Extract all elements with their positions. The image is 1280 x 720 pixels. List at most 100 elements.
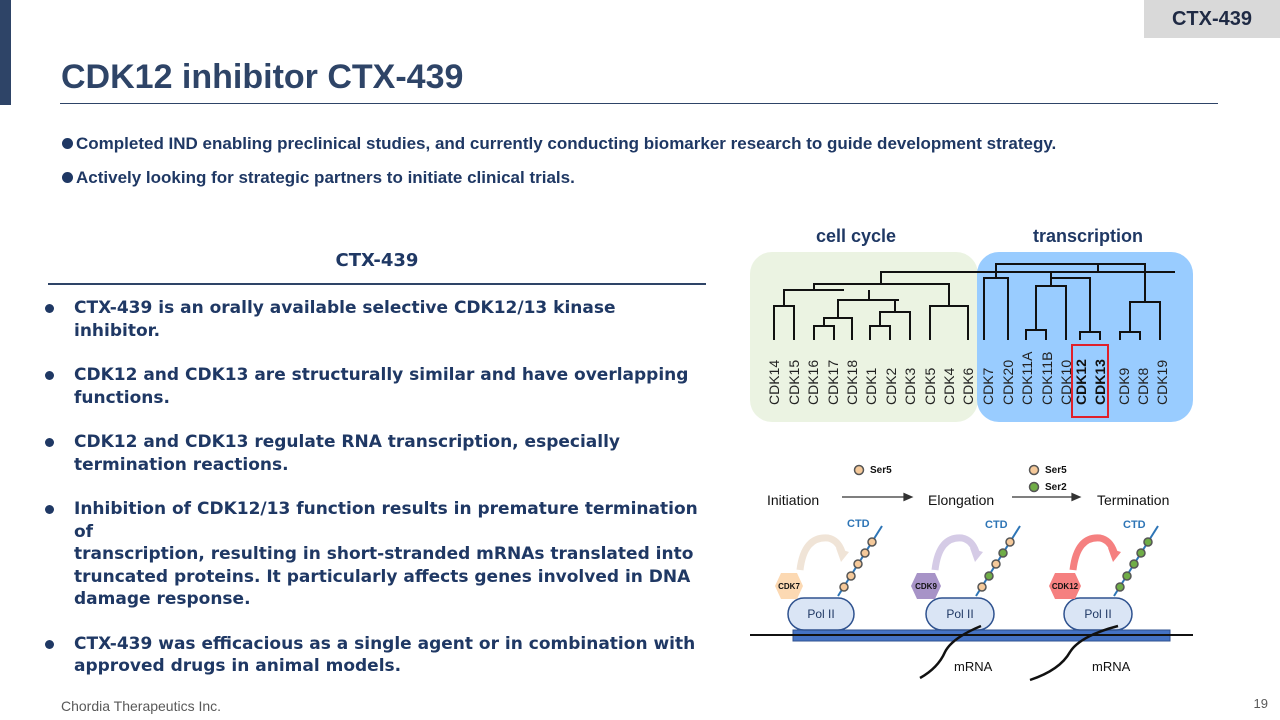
bullet-line: CTX-439 is an orally available selective… (74, 298, 616, 341)
key-point: Completed IND enabling preclinical studi… (62, 134, 1056, 154)
cdk9-hexagon (911, 573, 941, 599)
mrna-strand (919, 624, 982, 680)
bullet-dot-icon (45, 304, 54, 313)
bullet-dot-icon (45, 438, 54, 447)
arrowhead-icon (836, 548, 849, 562)
mrna-strand (1029, 624, 1119, 682)
ctd-label: CTD (1123, 519, 1146, 531)
ser2-dot-icon (1115, 582, 1125, 592)
ctd-label: CTD (985, 519, 1008, 531)
bullet-item: CDK12 and CDK13 regulate RNA transcripti… (44, 431, 704, 476)
bullet-line: CDK12 and CDK13 regulate RNA transcripti… (74, 432, 621, 452)
leaf-label-highlighted: CDK12 (1073, 359, 1089, 405)
ctd-phospho-termination (1115, 537, 1153, 592)
cdk7-action-arrow (796, 534, 846, 571)
ser2-dot-icon (1136, 548, 1146, 558)
ctd-tail (837, 525, 883, 597)
page-title: CDK12 inhibitor CTX-439 (61, 58, 464, 96)
stage-elongation: Elongation (928, 492, 994, 508)
ctd-tail (1113, 525, 1159, 597)
stage-termination: Termination (1097, 492, 1169, 508)
bullet-item: Inhibition of CDK12/13 function results … (44, 498, 704, 611)
leaf-label: CDK14 (766, 360, 782, 405)
leaf-label: CDK11A (1019, 351, 1035, 405)
accent-bar (0, 0, 11, 105)
transcription-group (977, 252, 1193, 422)
bullet-list: CTX-439 is an orally available selective… (44, 297, 704, 700)
leaf-label: CDK19 (1154, 360, 1170, 405)
arrowhead-icon (1108, 548, 1121, 562)
ser2-dot-icon (998, 548, 1008, 558)
ctd-label: CTD (847, 518, 870, 530)
key-points: Completed IND enabling preclinical studi… (62, 134, 1056, 202)
ser2-dot-icon (1129, 559, 1139, 569)
bullet-dot-icon (62, 172, 73, 183)
key-point-text: Actively looking for strategic partners … (76, 168, 575, 187)
leaf-label: CDK17 (825, 360, 841, 405)
ser5-dot-icon (867, 537, 877, 547)
ser5-dot-icon (1005, 537, 1015, 547)
ser5-dot-icon (977, 582, 987, 592)
bullet-line: termination reactions. (74, 454, 289, 475)
ser5-dot-icon (839, 582, 849, 592)
key-point-text: Completed IND enabling preclinical studi… (76, 134, 1057, 153)
bullet-line: damage response. (74, 589, 251, 609)
bullet-dot-icon (45, 505, 54, 514)
kinase-label: CDK12 (1052, 582, 1079, 591)
section-divider (48, 283, 706, 285)
ctd-phospho-elongation (977, 537, 1015, 592)
ser5-dot-icon (991, 559, 1001, 569)
leaf-label: CDK11B (1039, 352, 1055, 405)
bullet-line: transcription, resulting in short-strand… (74, 544, 694, 564)
mrna-label: mRNA (954, 659, 993, 674)
leaf-label: CDK3 (902, 367, 918, 405)
cdk-dendrogram: cell cycle transcription (750, 226, 1193, 422)
kinase-label: CDK9 (915, 582, 937, 591)
leaf-label: CDK1 (863, 367, 879, 405)
bullet-line: functions. (74, 387, 170, 408)
ser5-dot-icon (860, 548, 870, 558)
bullet-line: Inhibition of CDK12/13 function results … (74, 499, 698, 542)
transcription-label: transcription (1033, 226, 1143, 246)
arrowhead-icon (970, 548, 983, 562)
legend-ser5: Ser5 (1045, 465, 1067, 476)
bullet-item: CTX-439 was efficacious as a single agen… (44, 633, 704, 678)
cell-cycle-group (750, 252, 978, 422)
ctd-phospho-initiation (839, 537, 877, 592)
leaf-label: CDK9 (1116, 367, 1132, 405)
pol-ii-label: Pol II (807, 607, 834, 621)
cdk7-hexagon (775, 573, 803, 599)
mrna-label: mRNA (1092, 659, 1131, 674)
ser2-dot-icon (984, 571, 994, 581)
stage-initiation: Initiation (767, 492, 819, 508)
title-divider (60, 103, 1218, 104)
bullet-line: truncated proteins. It particularly affe… (74, 566, 691, 587)
leaf-label: CDK10 (1058, 360, 1074, 405)
bullet-dot-icon (45, 639, 54, 649)
ser5-dot-icon (853, 559, 863, 569)
ser2-dot-icon (1028, 481, 1040, 493)
cell-cycle-label: cell cycle (816, 226, 896, 246)
leaf-label: CDK6 (960, 367, 976, 405)
leaf-label: CDK16 (805, 360, 821, 405)
cdk12-13-highlight-box (1071, 344, 1109, 418)
bullet-line: approved drugs in animal models. (74, 656, 402, 676)
legend-ser5: Ser5 (870, 465, 892, 476)
company-footer: Chordia Therapeutics Inc. (61, 698, 222, 714)
bullet-dot-icon (62, 138, 73, 149)
cdk12-hexagon (1049, 573, 1081, 599)
ctd-tail (975, 525, 1021, 597)
leaf-label-highlighted: CDK13 (1092, 359, 1108, 405)
bullet-line: CDK12 and CDK13 are structurally similar… (74, 365, 689, 385)
page-number: 19 (1253, 696, 1268, 711)
leaf-label: CDK5 (922, 367, 938, 405)
bullet-item: CTX-439 is an orally available selective… (44, 297, 704, 342)
bullet-dot-icon (45, 371, 54, 380)
leaf-label: CDK4 (941, 367, 957, 405)
leaf-label: CDK8 (1135, 367, 1151, 405)
stage-arrows (842, 492, 1082, 502)
pol-ii-label: Pol II (946, 607, 973, 621)
product-tag: CTX-439 (1144, 0, 1280, 38)
kinase-label: CDK7 (778, 582, 800, 591)
ser2-dot-icon (1143, 537, 1153, 547)
